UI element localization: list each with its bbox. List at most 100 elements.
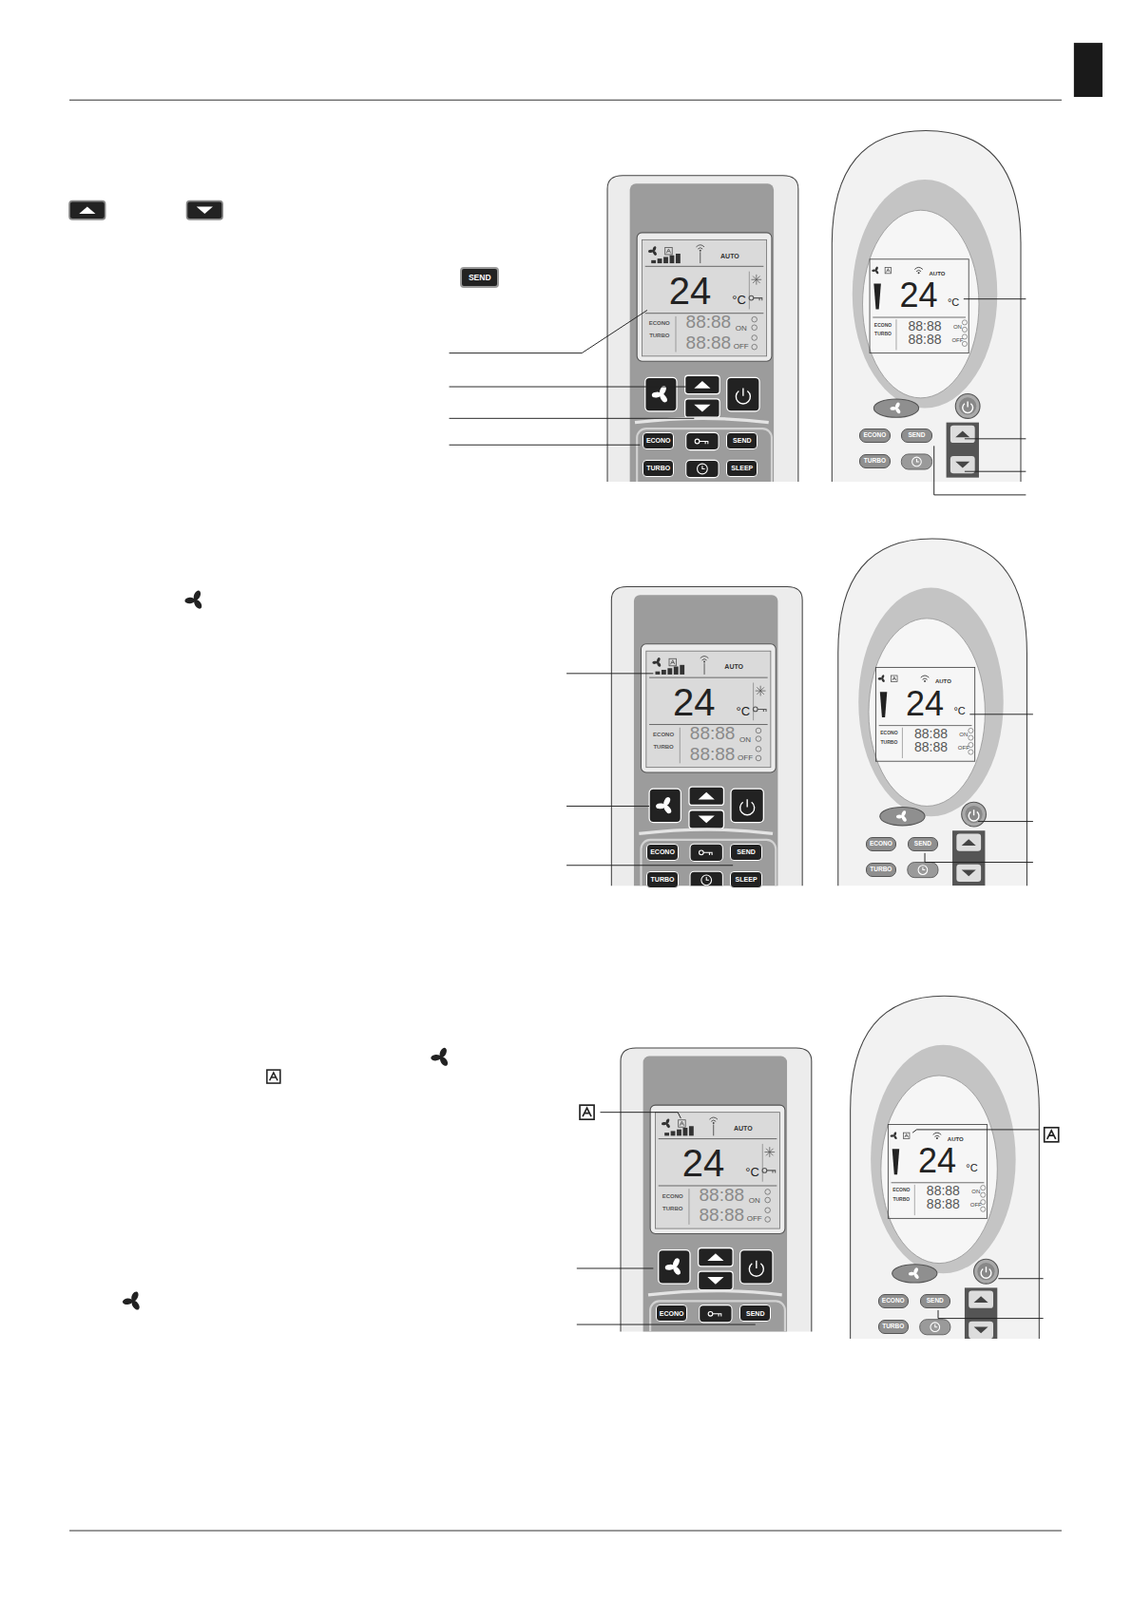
sleep-symbol	[755, 686, 767, 697]
lcd-divider	[891, 1182, 985, 1184]
fan-hub	[659, 392, 663, 396]
signal-symbol	[923, 680, 926, 683]
display-text: TURBO	[662, 1206, 683, 1212]
fan-symbol	[430, 1047, 450, 1069]
face-highlight	[648, 1291, 783, 1296]
signal-symbol	[936, 1137, 939, 1140]
fan-speed-bar	[873, 284, 882, 310]
power-button	[727, 377, 760, 411]
fan-blade	[913, 1267, 920, 1275]
button-label-box: SEND	[460, 267, 499, 288]
leader-line	[449, 309, 648, 353]
key-symbol	[698, 850, 704, 856]
leader-line	[576, 1324, 756, 1326]
leader-line	[566, 805, 650, 807]
key-symbol	[752, 707, 758, 712]
lcd-bezel	[640, 644, 776, 773]
key-symbol	[767, 1170, 777, 1174]
down-button	[956, 864, 981, 883]
fan-button	[880, 807, 925, 826]
display-text: ON	[739, 736, 751, 745]
key-symbol	[694, 439, 700, 444]
leader-line	[576, 1267, 654, 1269]
fan-blade	[894, 402, 901, 409]
timer-index-mark	[765, 1197, 771, 1204]
arrow-button-panel	[952, 830, 985, 886]
auto-fan-symbol	[267, 1070, 281, 1084]
fan-speed-bar	[689, 1126, 694, 1136]
sleep-symbol	[750, 274, 762, 286]
down-button	[689, 810, 725, 829]
lcd-divider	[748, 271, 750, 310]
display-text: ECONO	[880, 730, 898, 736]
fan-symbol	[652, 656, 662, 668]
timer-symbol	[912, 457, 922, 467]
down-arrow	[974, 1327, 989, 1335]
fan-blade	[671, 1257, 681, 1268]
signal-symbol	[700, 656, 710, 661]
down-arrow	[698, 816, 715, 825]
button-label: ECONO	[863, 432, 886, 440]
display-surround	[870, 1045, 1017, 1275]
fan-blade	[665, 1123, 672, 1130]
power-button-cap	[959, 397, 977, 415]
fan-blade	[671, 1266, 682, 1277]
display-text: 88:88	[699, 1185, 746, 1204]
display-text: 88:88	[908, 332, 942, 346]
face-highlight	[638, 829, 773, 834]
timer-index-mark	[755, 736, 762, 743]
auto-fan-box	[1044, 1128, 1059, 1143]
remote-body-group	[620, 1048, 812, 1333]
fan-hub	[663, 804, 667, 807]
fan-symbol	[652, 384, 670, 404]
fan-hub	[656, 661, 659, 664]
display-text: 88:88	[690, 744, 736, 763]
display-text: ON	[971, 1189, 980, 1195]
timer-button	[690, 871, 723, 886]
remote-housing	[850, 996, 1040, 1340]
signal-symbol	[695, 245, 705, 250]
signal-symbol	[914, 267, 923, 271]
display-text: °C	[745, 1165, 760, 1178]
fan-speed-bar	[651, 260, 656, 264]
auto-fan-glyph	[885, 268, 890, 273]
timer-index-mark	[968, 735, 974, 741]
power-symbol	[985, 1266, 987, 1273]
auto-fan-box	[884, 267, 891, 273]
leader-line	[566, 672, 653, 674]
up-arrow	[974, 1296, 989, 1304]
down-arrow	[955, 461, 970, 469]
lcd-divider	[679, 728, 681, 765]
fan-symbol	[664, 1257, 682, 1277]
up-button-icon	[69, 201, 106, 220]
fan-blade	[648, 249, 654, 254]
timer-index-mark	[980, 1186, 986, 1191]
power-symbol	[746, 799, 748, 807]
remote-control	[831, 130, 1021, 500]
fan-hub	[652, 249, 654, 252]
display-text: ECONO	[652, 731, 674, 738]
display-text: AUTO	[720, 251, 740, 259]
button-label: SLEEP	[730, 464, 753, 472]
leader-line	[600, 1112, 682, 1119]
timer-button	[920, 1320, 951, 1336]
timer-symbol	[922, 867, 925, 871]
display-text: TURBO	[652, 744, 673, 750]
button-label: TURBO	[646, 464, 671, 472]
fan-blade	[652, 246, 657, 252]
auto-fan-symbol	[891, 675, 898, 682]
down-button-icon	[187, 201, 224, 220]
button-label: SEND	[736, 848, 755, 856]
display-text: TURBO	[881, 739, 899, 745]
display-text: AUTO	[724, 663, 744, 671]
lock-button	[690, 844, 723, 862]
lock-button	[686, 432, 719, 450]
timer-symbol	[930, 1323, 941, 1333]
button-label-box: ECONO	[646, 844, 678, 862]
leader-line	[997, 1278, 1043, 1280]
fan-blade	[130, 1300, 141, 1312]
timer-button	[686, 460, 719, 478]
